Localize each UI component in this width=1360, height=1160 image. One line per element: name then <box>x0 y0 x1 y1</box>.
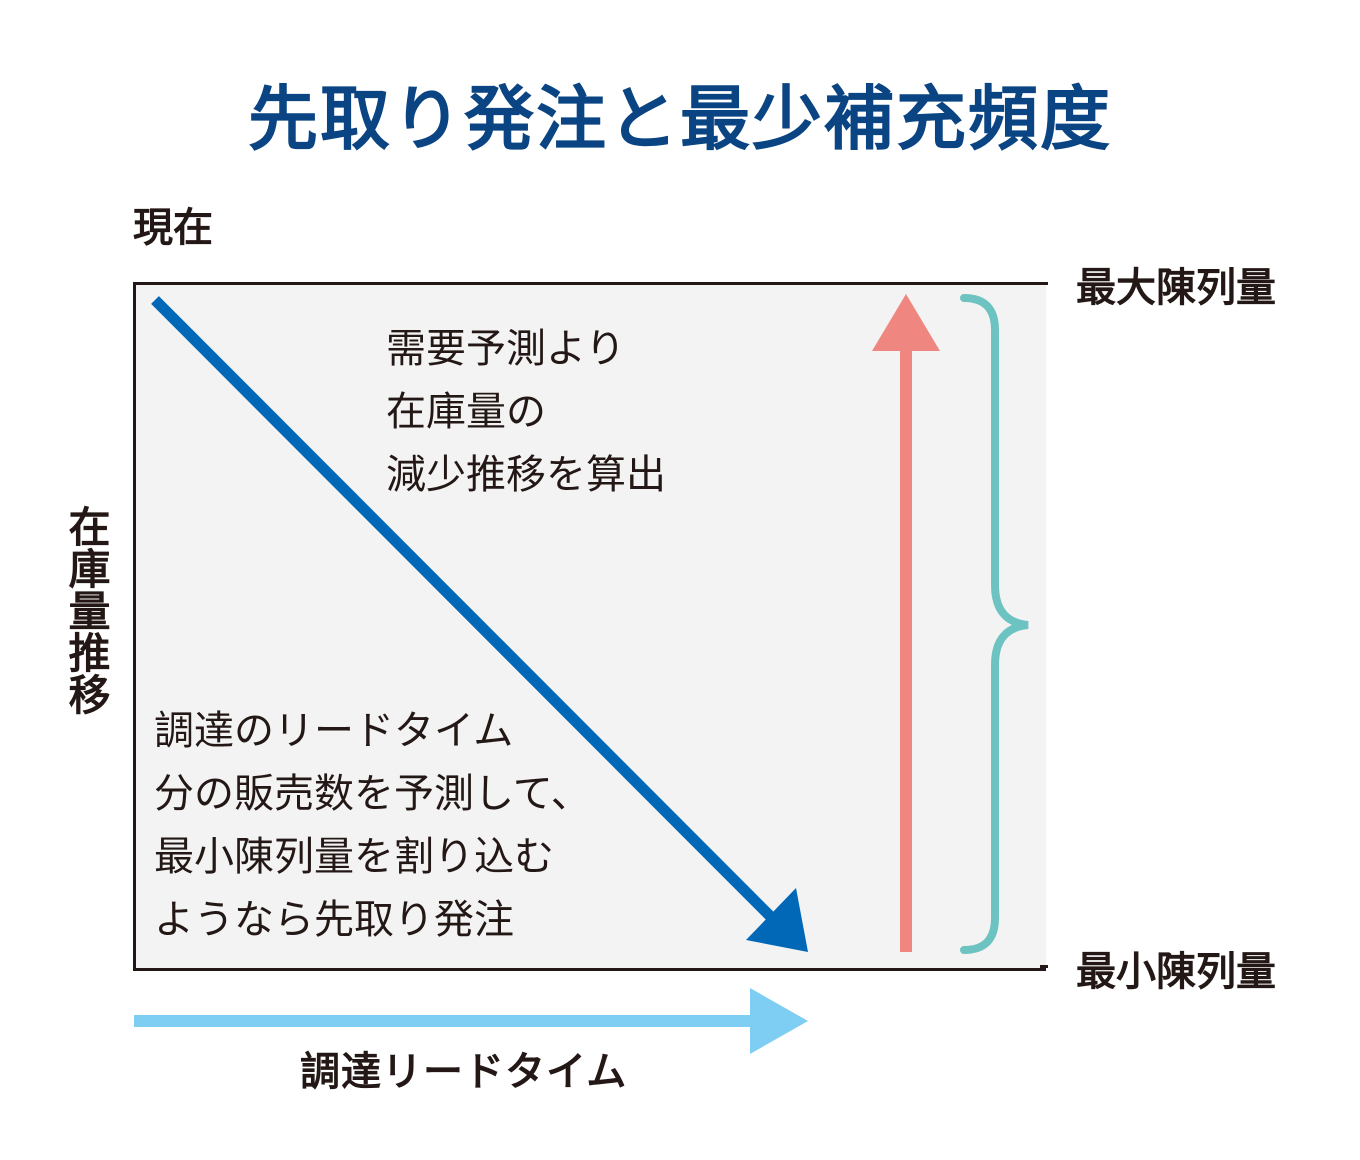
note-upper-line: 減少推移を算出 <box>386 452 666 498</box>
inventory-decline-arrow-shaft <box>151 296 774 920</box>
note-upper: 需要予測より 在庫量の 減少推移を算出 <box>386 318 666 507</box>
inventory-decline-arrowhead <box>746 888 808 952</box>
note-lower-line: 分の販売数を予測して、 <box>154 771 591 817</box>
label-max-display: 最大陳列量 <box>1076 265 1276 311</box>
range-brace <box>960 294 1029 954</box>
note-upper-line: 在庫量の <box>386 389 546 435</box>
label-now: 現在 <box>133 205 213 251</box>
page-title: 先取り発注と最少補充頻度 <box>248 78 1112 160</box>
label-min-display: 最小陳列量 <box>1076 949 1276 995</box>
label-lead-time: 調達リードタイム <box>300 1049 628 1095</box>
label-inventory-trend: 在庫量推移 <box>62 505 111 715</box>
replenish-arrowhead <box>872 294 940 351</box>
note-lower-line: 調達のリードタイム <box>154 708 514 754</box>
note-lower: 調達のリードタイム 分の販売数を予測して、 最小陳列量を割り込む ようなら先取り… <box>154 700 591 952</box>
lead-time-arrowhead <box>750 988 808 1054</box>
diagram-area <box>133 282 1046 971</box>
note-lower-line: 最小陳列量を割り込む <box>154 834 554 880</box>
note-lower-line: ようなら先取り発注 <box>154 897 514 943</box>
note-upper-line: 需要予測より <box>386 326 626 372</box>
